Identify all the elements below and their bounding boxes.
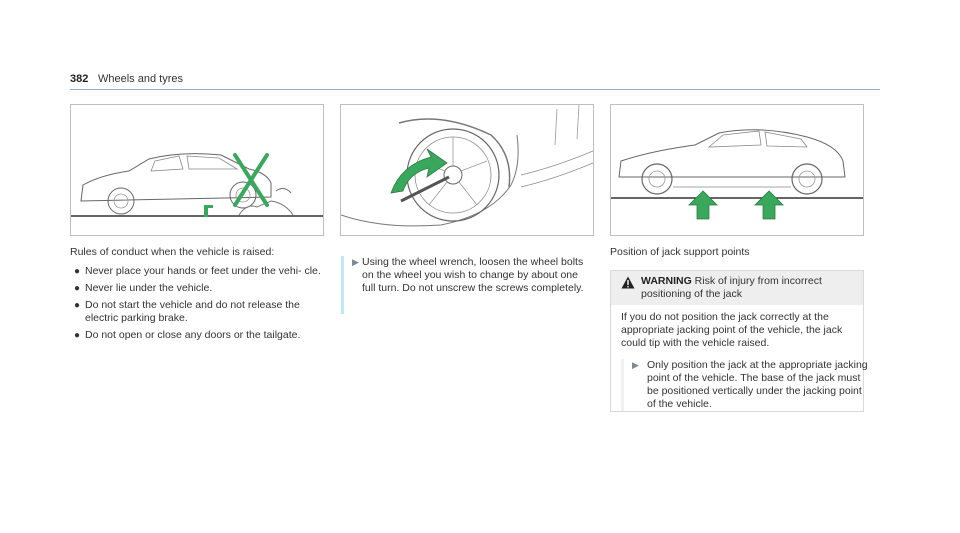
- rules-list: ●Never place your hands or feet under th…: [70, 265, 330, 342]
- warning-triangle-icon: [621, 276, 635, 289]
- triangle-right-icon: ▶: [632, 360, 639, 370]
- raised-vehicle-illustration: [71, 153, 323, 217]
- list-item: ●Never place your hands or feet under th…: [74, 265, 321, 277]
- warning-body: If you do not position the jack correctl…: [621, 311, 843, 349]
- list-item: ●Never lie under the vehicle.: [74, 282, 213, 294]
- warning-title: WARNING Risk of injury from incorrect po…: [641, 275, 856, 301]
- warning-header: WARNING Risk of injury from incorrect po…: [611, 271, 863, 305]
- warning-step: ▶ Only position the jack at the appropri…: [621, 359, 872, 411]
- rules-intro: Rules of conduct when the vehicle is rai…: [70, 246, 275, 258]
- bullet-icon: ●: [74, 330, 81, 341]
- figure-raised-vehicle: [70, 104, 324, 236]
- wrench-step: ▶ Using the wheel wrench, loosen the whe…: [341, 256, 594, 314]
- list-item: ●Do not open or close any doors or the t…: [74, 329, 301, 341]
- list-item: ●Do not start the vehicle and do not rel…: [74, 299, 300, 324]
- bullet-icon: ●: [74, 283, 81, 294]
- page-header: 382 Wheels and tyres: [70, 73, 880, 90]
- section-title: Wheels and tyres: [98, 73, 183, 85]
- figure-wheel-wrench: [340, 104, 594, 236]
- jack-points-illustration: [611, 129, 863, 220]
- page-number: 382: [70, 73, 89, 85]
- bullet-icon: ●: [74, 266, 81, 277]
- bullet-icon: ●: [74, 300, 81, 311]
- warning-box: WARNING Risk of injury from incorrect po…: [610, 270, 868, 412]
- warning-step-text: Only position the jack at the appropriat…: [647, 359, 868, 410]
- triangle-right-icon: ▶: [352, 257, 359, 267]
- warning-label: WARNING: [641, 275, 692, 287]
- rules-of-conduct: Rules of conduct when the vehicle is rai…: [70, 246, 330, 346]
- figure-jack-points: [610, 104, 864, 236]
- warning-title-text: Risk of injury from incorrect positionin…: [641, 275, 822, 300]
- wheel-wrench-illustration: [341, 105, 593, 227]
- jack-caption: Position of jack support points: [610, 246, 750, 258]
- wrench-step-text: Using the wheel wrench, loosen the wheel…: [362, 256, 584, 294]
